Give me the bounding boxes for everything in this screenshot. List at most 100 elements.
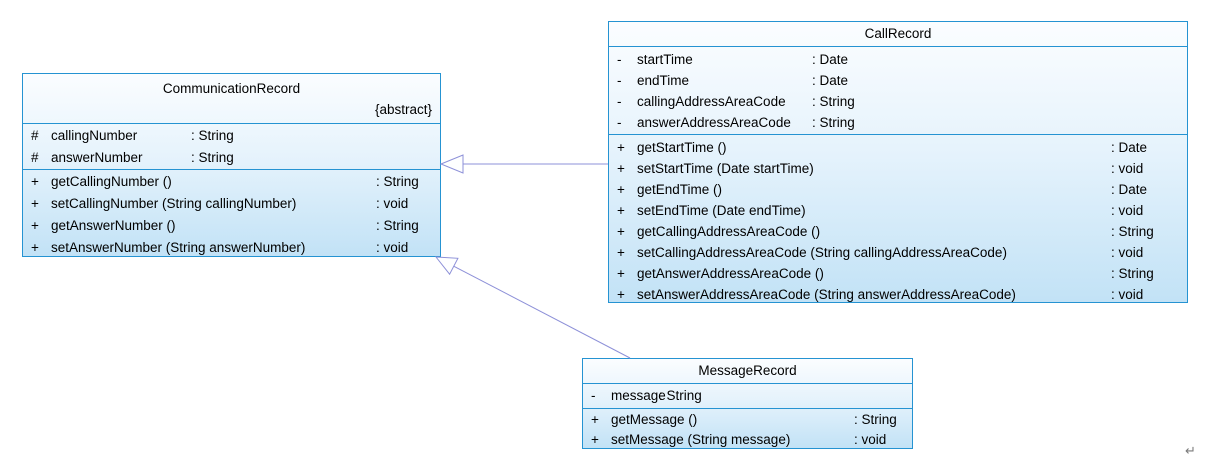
class-box-callrecord[interactable]: CallRecord -startTime: Date -endTime: Da… [608, 21, 1188, 303]
visibility-symbol: + [591, 412, 599, 427]
visibility-symbol: # [31, 150, 39, 165]
visibility-symbol: - [617, 52, 622, 67]
attribute-type: : String [812, 115, 855, 130]
method-row: + setAnswerAddressAreaCode (String answer… [609, 284, 1187, 305]
method-signature: setCallingNumber (String callingNumber) [51, 196, 297, 211]
visibility-symbol: + [31, 196, 39, 211]
class-box-messagerecord[interactable]: MessageRecord -message: String +getMessa… [582, 358, 913, 449]
attribute-name: message [611, 388, 666, 403]
class-title-compartment: CallRecord [609, 22, 1187, 46]
methods-compartment: + getCallingNumber () : String + setCalling… [23, 169, 440, 259]
method-signature: getAnswerNumber () [51, 218, 176, 233]
method-return-type: : void [1111, 245, 1144, 260]
method-return-type: : void [376, 240, 409, 255]
visibility-symbol: - [617, 115, 622, 130]
visibility-symbol: - [617, 94, 622, 109]
class-stereotype: {abstract} [374, 102, 432, 117]
class-title-compartment: MessageRecord [583, 359, 912, 383]
visibility-symbol: + [31, 240, 39, 255]
visibility-symbol: + [617, 266, 625, 281]
method-row: + setMessage (String message) : void [583, 430, 912, 450]
method-return-type: : void [1111, 161, 1144, 176]
method-row: + getAnswerNumber () : String [23, 215, 440, 237]
method-return-type: : String [1111, 224, 1154, 239]
method-row: + getCallingNumber () : String [23, 171, 440, 193]
paragraph-return-mark: ↵ [1185, 443, 1196, 458]
attribute-name: answerAddressAreaCode [637, 115, 791, 130]
visibility-symbol: - [617, 73, 622, 88]
class-name: CommunicationRecord [162, 81, 301, 96]
method-signature: setCallingAddressAreaCode (String callin… [637, 245, 1007, 260]
attribute-name: answerNumber [51, 150, 143, 165]
method-signature: getCallingNumber () [51, 174, 172, 189]
methods-compartment: + getStartTime () : Date + setStartTime (Da… [609, 134, 1187, 305]
class-name: MessageRecord [698, 363, 797, 378]
attribute-row: -startTime : Date [609, 49, 1187, 70]
visibility-symbol: + [31, 218, 39, 233]
attribute-type: : Date [812, 73, 849, 88]
class-box-communicationrecord[interactable]: CommunicationRecord {abstract} #callingN… [22, 73, 441, 257]
visibility-symbol: + [617, 161, 625, 176]
method-signature: setAnswerNumber (String answerNumber) [51, 240, 306, 255]
attribute-name: startTime [637, 52, 693, 67]
method-signature: setAnswerAddressAreaCode (String answerA… [637, 287, 1016, 302]
visibility-symbol: + [591, 432, 599, 447]
method-return-type: : void [1111, 287, 1144, 302]
attributes-compartment: -message: String [583, 383, 912, 408]
method-return-type: : Date [1111, 182, 1148, 197]
generalization-messagerecord-to-communicationrecord[interactable] [434, 256, 631, 359]
visibility-symbol: + [617, 203, 625, 218]
inheritance-triangle-icon [439, 154, 464, 174]
visibility-symbol: - [591, 388, 596, 403]
method-row: + setAnswerNumber (String answerNumber) : … [23, 237, 440, 259]
method-return-type: : void [854, 432, 887, 447]
inheritance-triangle-icon [434, 256, 459, 276]
method-return-type: : String [376, 174, 419, 189]
attribute-type: : Date [812, 52, 849, 67]
visibility-symbol: # [31, 128, 39, 143]
attribute-name: endTime [637, 73, 690, 88]
class-title-compartment: CommunicationRecord {abstract} [23, 74, 440, 123]
visibility-symbol: + [617, 245, 625, 260]
attributes-compartment: #callingNumber: String # answerNumber : St… [23, 123, 440, 169]
method-return-type: : String [1111, 266, 1154, 281]
visibility-symbol: + [617, 140, 625, 155]
visibility-symbol: + [617, 182, 625, 197]
method-row: + getAnswerAddressAreaCode () : String [609, 263, 1187, 284]
visibility-symbol: + [31, 174, 39, 189]
attribute-name: callingAddressAreaCode [637, 94, 786, 109]
method-return-type: : String [376, 218, 419, 233]
method-signature: setEndTime (Date endTime) [637, 203, 806, 218]
method-return-type: : void [376, 196, 409, 211]
method-signature: getCallingAddressAreaCode () [637, 224, 821, 239]
attribute-row: -answerAddressAreaCode : String [609, 112, 1187, 133]
method-return-type: : Date [1111, 140, 1148, 155]
method-row: + setCallingAddressAreaCode (String calli… [609, 242, 1187, 263]
attribute-row: -message: String [583, 384, 912, 408]
method-row: +getCallingAddressAreaCode (): String [609, 221, 1187, 242]
method-row: +setEndTime (Date endTime): void [609, 200, 1187, 221]
method-return-type: : String [854, 412, 897, 427]
methods-compartment: + getMessage () : String + setMessage (Stri… [583, 408, 912, 450]
method-signature: getAnswerAddressAreaCode () [637, 266, 824, 281]
method-row: +getEndTime (): Date [609, 179, 1187, 200]
attribute-row: -callingAddressAreaCode : String [609, 91, 1187, 112]
method-signature: getStartTime () [637, 140, 727, 155]
visibility-symbol: + [617, 287, 625, 302]
method-signature: setMessage (String message) [611, 432, 791, 447]
attribute-type: : String [191, 128, 234, 143]
method-row: + setStartTime (Date startTime) : void [609, 158, 1187, 179]
method-signature: setStartTime (Date startTime) [637, 161, 814, 176]
method-signature: getMessage () [611, 412, 698, 427]
generalization-callrecord-to-communicationrecord[interactable] [439, 154, 608, 174]
attribute-type: : String [659, 388, 702, 403]
class-name: CallRecord [864, 26, 932, 41]
attribute-row: # answerNumber : String [23, 147, 440, 169]
attribute-row: -endTime : Date [609, 70, 1187, 91]
method-row: + getMessage () : String [583, 410, 912, 430]
attribute-type: : String [191, 150, 234, 165]
attribute-row: #callingNumber: String [23, 125, 440, 147]
attributes-compartment: -startTime: Date -endTime: Date -calling… [609, 46, 1187, 134]
method-row: + setCallingNumber (String callingNumber)… [23, 193, 440, 215]
attribute-type: : String [812, 94, 855, 109]
